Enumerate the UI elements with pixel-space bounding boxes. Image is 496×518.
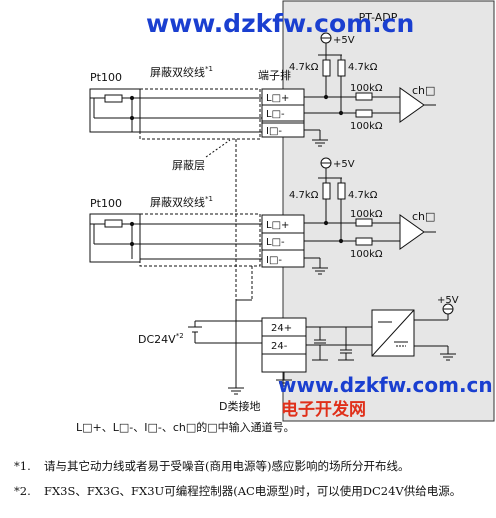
sensor-box-1 — [89, 88, 141, 133]
channel-1 — [89, 32, 436, 380]
watermark-url-bottom: www.dzkfw.com.cn — [278, 373, 493, 397]
watermark-url-top: www.dzkfw.com.cn — [146, 9, 414, 38]
footnote-1-mark: *1. — [14, 459, 31, 473]
footnote-2: *2. FX3S、FX3G、FX3U可编程控制器(AC电源型)时，可以使用DC24… — [14, 483, 461, 499]
sensor-label-2: Pt100 — [90, 197, 122, 210]
rtd-element-1 — [104, 94, 123, 103]
shield-label: 屏蔽层 — [172, 159, 205, 172]
series-resistor-label-1a: 100kΩ — [350, 83, 383, 94]
shield-leader — [205, 139, 231, 158]
terminal-1-lminus: L□- — [266, 109, 285, 120]
terminal-1-lplus: L□+ — [266, 93, 289, 104]
module-title: PT-ADP — [359, 11, 398, 24]
shield-1 — [139, 88, 261, 140]
shield-2 — [139, 213, 261, 267]
cable-label-2: 屏蔽双绞线*1 — [150, 195, 213, 209]
terminal-2-lminus: L□- — [266, 237, 285, 248]
channel-note: L□+、L□-、I□-、ch□的□中输入通道号。 — [76, 420, 295, 434]
pullup-resistor-label-2b: 4.7kΩ — [348, 190, 378, 201]
power-input-label: DC24V*2 — [138, 332, 184, 346]
channel-label-2: ch□ — [412, 210, 435, 223]
pullup-resistor-label-1b: 4.7kΩ — [348, 62, 378, 73]
power-section — [188, 299, 456, 395]
supply-label-2: +5V — [333, 159, 355, 170]
supply-label-1: +5V — [333, 35, 355, 46]
pullup-resistor-label-1a: 4.7kΩ — [289, 62, 319, 73]
footnote-2-mark: *2. — [14, 484, 31, 498]
terminal-1-iminus: I□- — [266, 126, 282, 137]
terminal-2-lplus: L□+ — [266, 220, 289, 231]
series-resistor-label-2b: 100kΩ — [350, 249, 383, 260]
terminal-label: 端子排 — [258, 68, 291, 82]
pullup-resistor-label-2a: 4.7kΩ — [289, 190, 319, 201]
power-terminal-24plus: 24+ — [271, 323, 292, 334]
terminal-block-2 — [261, 214, 305, 268]
sensor-label-1: Pt100 — [90, 71, 122, 84]
series-resistor-label-2a: 100kΩ — [350, 209, 383, 220]
ground-label: D类接地 — [219, 399, 260, 413]
channel-label-1: ch□ — [412, 84, 435, 97]
footnote-2-text: FX3S、FX3G、FX3U可编程控制器(AC电源型)时，可以使用DC24V供给… — [44, 484, 462, 498]
supply-label-3: +5V — [437, 295, 459, 306]
terminal-2-iminus: I□- — [266, 255, 282, 266]
power-terminal-24minus: 24- — [271, 341, 288, 352]
footnote-1-text: 请与其它动力线或者易于受噪音(商用电源等)感应影响的场所分开布线。 — [44, 459, 410, 473]
series-resistor-label-1b: 100kΩ — [350, 121, 383, 132]
watermark-site-name: 电子开发网 — [281, 399, 366, 420]
channel-2 — [89, 157, 436, 300]
footnote-1: *1. 请与其它动力线或者易于受噪音(商用电源等)感应影响的场所分开布线。 — [14, 458, 409, 474]
rtd-element-2 — [104, 219, 123, 228]
cable-label-1: 屏蔽双绞线*1 — [150, 65, 213, 79]
